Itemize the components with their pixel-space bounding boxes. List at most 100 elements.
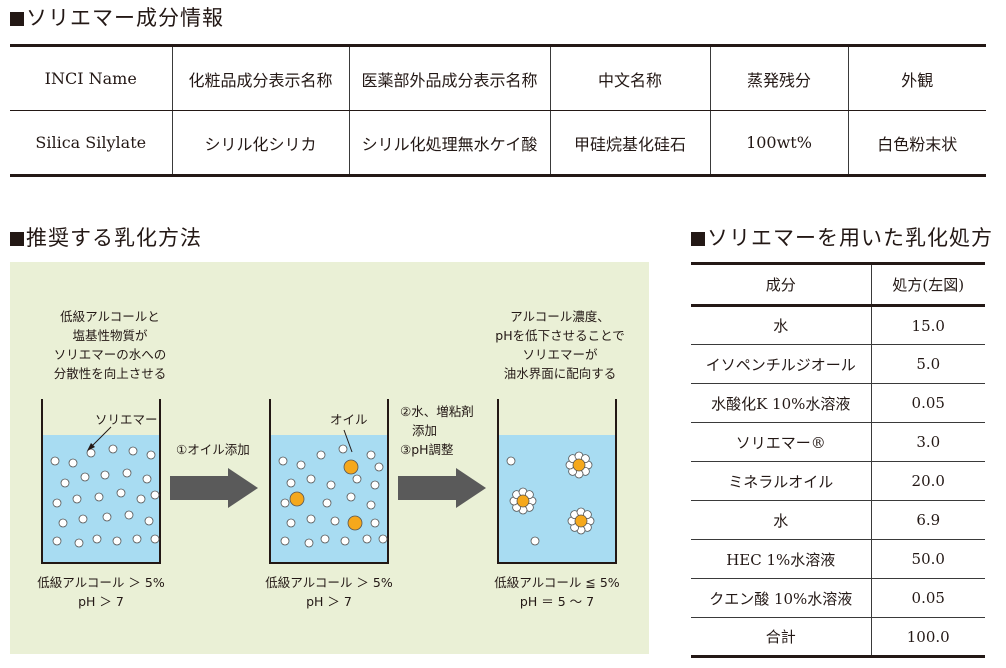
label-soliemer: ソリエマー [95,412,158,427]
beaker-initial [41,399,161,564]
silica-particle [124,510,134,520]
value-cosmetic-name: シリル化シリカ [171,110,349,177]
silica-particle [352,474,362,484]
beaker-with-oil [269,399,389,564]
silica-particle [322,498,332,508]
silica-particle [280,498,290,508]
header-chinese-name: 中文名称 [549,44,710,111]
silica-particle [72,494,82,504]
silica-particle [122,468,132,478]
silica-particle [278,456,288,466]
silica-particle [116,488,126,498]
condition-initial: 低級アルコール ＞ 5% pH ＞ 7 [37,575,165,609]
silica-particle [102,512,112,522]
emulsion-droplets [506,451,595,546]
step2-label: ②水、増粘剤 添加 ③pH調整 [400,404,474,457]
silica-particle [304,538,314,548]
value-chinese-name: 甲硅烷基化硅石 [549,110,710,177]
silica-particle [306,514,316,524]
condition-with-oil: 低級アルコール ＞ 5% pH ＞ 7 [265,575,393,609]
info-section-title: ソリエマー成分情報 [10,2,224,32]
silica-particle [370,480,380,490]
formula-section-title: ソリエマーを用いた乳化処方 [691,222,993,252]
silica-particle [60,478,70,488]
square-bullet-icon [10,232,24,246]
oil-droplet [574,514,588,528]
note-left: 低級アルコールと 塩基性物質が ソリエマーの水への 分散性を向上させる [53,309,167,381]
header-cosmetic-name: 化粧品成分表示名称 [171,44,349,111]
label-oil: オイル [330,412,368,427]
header-appearance: 外観 [847,44,986,111]
pointer-line-oil [343,429,353,453]
emulsification-diagram: 低級アルコールと 塩基性物質が ソリエマーの水への 分散性を向上させる アルコー… [10,262,649,654]
silica-particle [108,444,118,454]
silica-particle [58,518,68,528]
silica-particle [306,474,316,484]
square-bullet-icon [10,12,24,26]
arrow-right-icon [170,468,258,508]
oil-droplet [347,515,363,531]
silica-particle [326,480,336,490]
silica-particle [68,458,78,468]
step1-label: ①オイル添加 [176,442,250,457]
value-appearance: 白色粉末状 [847,110,986,177]
silica-particle [362,534,372,544]
pointer-line-soliemer [87,426,112,451]
header-evaporation-residue: 蒸発残分 [709,44,848,111]
silica-particle [374,462,384,472]
silica-particle [286,478,296,488]
silica-particle [370,518,380,528]
silica-particle [366,450,376,460]
header-quasi-drug-name: 医薬部外品成分表示名称 [348,44,550,111]
silica-particle [144,516,154,526]
silica-particle [378,534,388,544]
arrow-right-icon [398,468,486,508]
header-ingredient: 成分 [691,262,872,307]
formula-row: ソリエマー®3.0 [691,422,985,462]
formula-header-row: 成分 処方(左図) [691,262,985,307]
info-header-row: INCI Name 化粧品成分表示名称 医薬部外品成分表示名称 中文名称 蒸発残… [10,44,986,111]
condition-emulsified: 低級アルコール ≦ 5% pH ＝ 5 ～ 7 [494,575,620,609]
info-value-row: Silica Silylate シリル化シリカ シリル化処理無水ケイ酸 甲硅烷基… [10,110,986,177]
oil-droplet [343,459,359,475]
silica-particle [346,492,356,502]
particles-with-oil [278,444,388,548]
silica-particle [320,534,330,544]
silica-particle [112,536,122,546]
silica-particle [286,518,296,528]
silica-particle [50,456,60,466]
silica-particle [150,490,160,500]
silica-particle [530,536,540,546]
silica-particle [338,444,348,454]
silica-particle [92,534,102,544]
silica-particle [94,492,104,502]
silica-particle [142,474,152,484]
beaker-emulsified [497,399,617,564]
silica-particle [100,470,110,480]
ingredient-info-table: INCI Name 化粧品成分表示名称 医薬部外品成分表示名称 中文名称 蒸発残… [10,44,986,177]
silica-particle [506,456,516,466]
silica-particle [330,516,340,526]
square-bullet-icon [691,232,705,246]
silica-particle [316,450,326,460]
silica-particle [296,460,306,470]
header-inci-name: INCI Name [10,44,172,111]
method-section-title: 推奨する乳化方法 [10,222,202,252]
silica-particle [280,536,290,546]
silica-particle [132,534,142,544]
value-inci-name: Silica Silylate [10,110,172,177]
note-right: アルコール濃度、 pHを低下させることで ソリエマーが 油水界面に配向する [495,309,625,381]
silica-particle [128,446,138,456]
silica-particle [52,498,62,508]
silica-particle [52,536,62,546]
value-quasi-drug-name: シリル化処理無水ケイ酸 [348,110,550,177]
silica-particle [150,534,160,544]
header-formula-amount: 処方(左図) [870,262,985,307]
silica-particle [136,494,146,504]
